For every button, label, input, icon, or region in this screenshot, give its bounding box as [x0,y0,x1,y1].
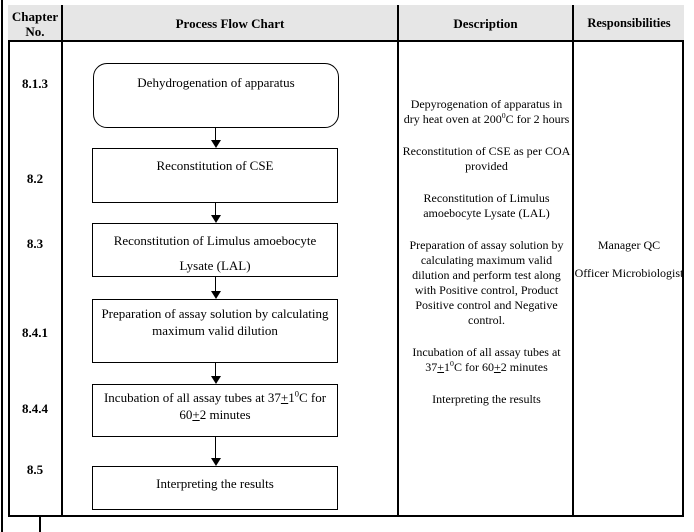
arrow-head-icon [210,291,221,299]
arrow-shaft [214,437,216,459]
arrow-head-icon [210,140,221,148]
chapter-number-8-1-3: 8.1.3 [22,76,48,91]
description-assay-preparation: Preparation of assay solution by calcula… [409,238,564,327]
chapter-number-8-4-4: 8.4.4 [22,401,48,416]
description-reconstitution-lal: Reconstitution of Limulus amoebocyte Lys… [423,191,550,220]
arrow-shaft [214,363,216,377]
responsibility-manager-qc: Manager QC [597,238,661,252]
header-description: Description [453,16,518,31]
flow-box-reconstitution-cse: Reconstitution of CSE [92,148,338,203]
arrow-head-icon [210,215,221,223]
flow-box-dehydrogenation: Dehydrogenation of apparatus [93,63,339,128]
description-interpreting-results: Interpreting the results [432,392,541,406]
chapter-number-8-3: 8.3 [26,236,44,251]
header-responsibilities: Responsibilities [587,16,671,30]
flow-arrow-down-3 [210,277,221,299]
flow-box-incubation: Incubation of all assay tubes at 37+10C … [92,384,338,437]
responsibilities-cell: Manager QC Officer Microbiologist [573,238,685,294]
description-depyrogenation: Depyrogenation of apparatus in dry heat … [403,97,570,126]
header-divider-line [8,40,684,42]
arrow-head-icon [210,458,221,466]
arrow-shaft [214,203,216,216]
header-process-flow-chart: Process Flow Chart [175,16,285,31]
flow-arrow-down-5 [210,437,221,466]
description-incubation: Incubation of all assay tubes at 37+10C … [412,345,561,374]
chapter-number-8-4-1: 8.4.1 [22,325,48,340]
description-cell: Depyrogenation of apparatus in dry heat … [402,97,571,424]
flow-continuation-line [39,517,41,532]
flow-box-interpreting-results: Interpreting the results [92,466,338,510]
column-divider-flow-description [397,5,399,517]
arrow-shaft [214,277,216,292]
flow-box-assay-preparation: Preparation of assay solution by calcula… [92,299,338,363]
flow-arrow-down-2 [210,203,221,223]
header-chapter-no: Chapter No. [11,8,59,39]
flow-arrow-down-1 [210,128,221,148]
arrow-head-icon [210,376,221,384]
chapter-number-8-2: 8.2 [26,171,44,186]
description-reconstitution-cse: Reconstitution of CSE as per COA provide… [402,144,571,173]
column-divider-description-responsibilities [572,5,574,517]
document-left-border-line [1,0,3,532]
responsibility-officer-microbiologist: Officer Microbiologist [574,266,684,280]
flow-box-reconstitution-lal: Reconstitution of Limulus amoebocyte Lys… [92,223,338,277]
flow-arrow-down-4 [210,363,221,384]
chapter-number-8-5: 8.5 [26,462,44,477]
arrow-shaft [214,128,216,141]
table-header-row [8,5,684,40]
column-divider-chapter-flow [61,5,63,517]
